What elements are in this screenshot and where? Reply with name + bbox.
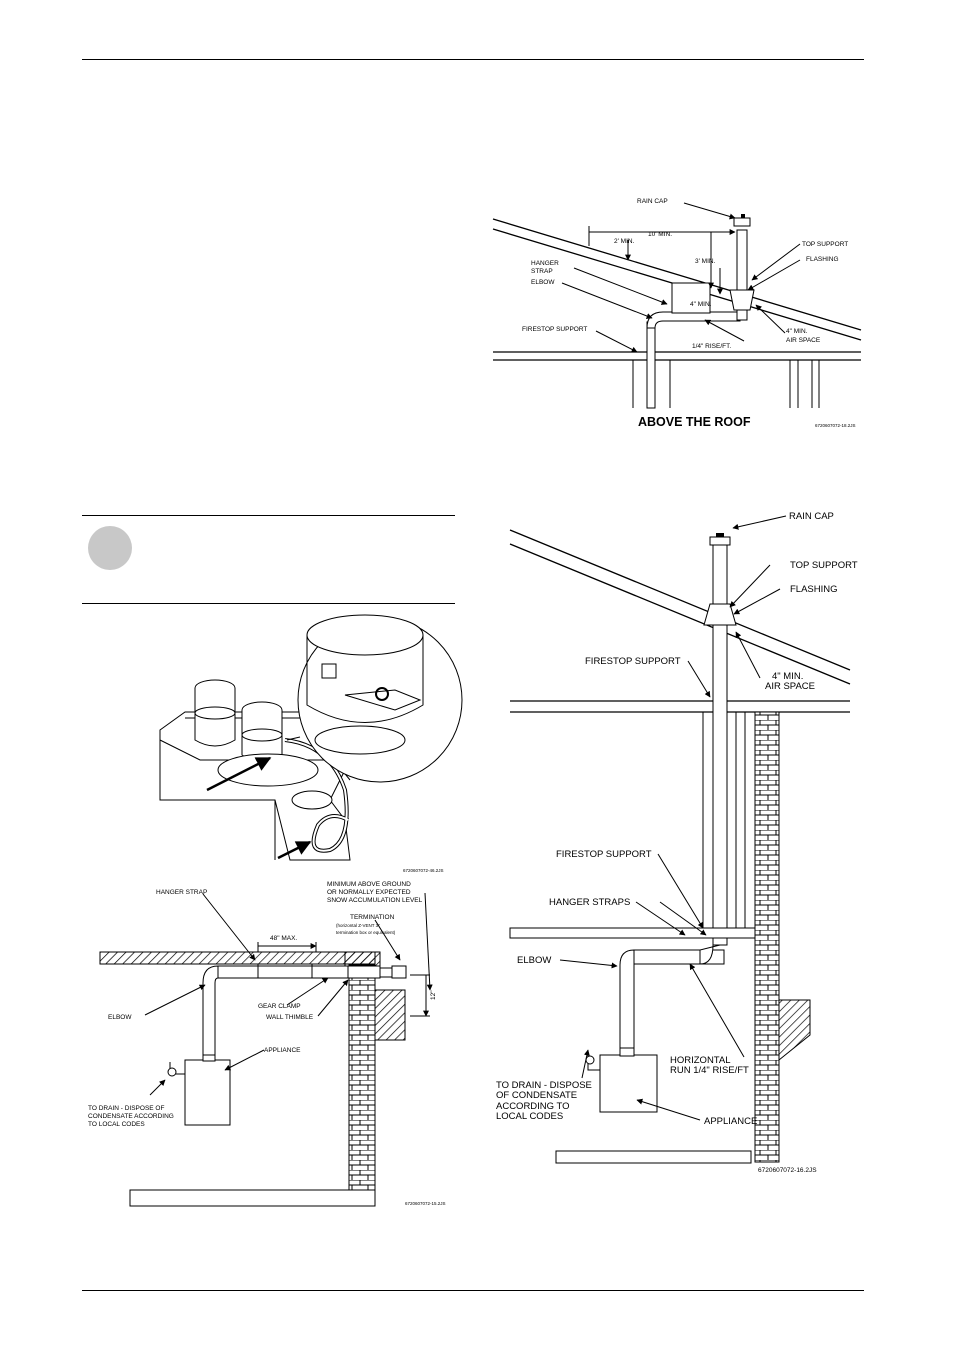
- label-flashing: FLASHING: [806, 256, 839, 263]
- label-air-min: 4" MIN.: [772, 671, 803, 682]
- label-air-min: 4" MIN.: [786, 328, 808, 335]
- label-appliance: APPLIANCE: [264, 1047, 301, 1054]
- label-elbow: ELBOW: [108, 1014, 132, 1021]
- label-three-min: 3' MIN.: [695, 258, 716, 265]
- figure-code: 6720607072-16.2JS: [758, 1167, 817, 1174]
- label-gear-clamp: GEAR CLAMP: [258, 1003, 301, 1010]
- label-rain-cap: RAIN CAP: [789, 511, 834, 522]
- label-hanger-straps: HANGER STRAPS: [549, 897, 630, 908]
- label-drain-4: LOCAL CODES: [496, 1111, 563, 1122]
- label-drain-2: CONDENSATE ACCORDING: [88, 1113, 174, 1120]
- label-drain-1: TO DRAIN - DISPOSE OF: [88, 1105, 164, 1112]
- label-hanger-strap: HANGER STRAP: [156, 889, 207, 896]
- label-elbow: ELBOW: [531, 279, 555, 286]
- figure-code: 6720607072-15.2JS: [405, 1201, 446, 1206]
- label-drain-3: ACCORDING TO: [496, 1101, 570, 1112]
- label-drain-1: TO DRAIN - DISPOSE: [496, 1080, 592, 1091]
- figure-horizontal-vent: HANGER STRAP MINIMUM ABOVE GROUND OR NOR…: [88, 881, 446, 1207]
- figure-above-roof: RAIN CAP 10' MIN. TOP SUPPORT 2' MIN. FL…: [492, 198, 862, 429]
- label-term-note-1: (horizontal Z-VENT 3": [336, 923, 380, 928]
- label-twelve: 12": [430, 990, 437, 1000]
- label-min-snow-2: OR NORMALLY EXPECTED: [327, 889, 411, 896]
- footer-rule: [82, 1290, 864, 1291]
- label-air-space: AIR SPACE: [765, 681, 815, 692]
- label-appliance: APPLIANCE: [704, 1116, 757, 1127]
- label-flashing: FLASHING: [790, 584, 838, 595]
- figure-code: 6720607072-46.2JS: [403, 868, 444, 873]
- label-wall-thimble: WALL THIMBLE: [266, 1014, 314, 1021]
- figure-code: 6720607072-18.2JS: [815, 423, 856, 428]
- label-elbow: ELBOW: [517, 955, 551, 966]
- label-min-snow-1: MINIMUM ABOVE GROUND: [327, 881, 411, 888]
- label-firestop-support-lower: FIRESTOP SUPPORT: [556, 849, 652, 860]
- label-four-min: 4" MIN.: [690, 301, 712, 308]
- label-ten-min: 10' MIN.: [648, 231, 672, 238]
- label-hanger: HANGER: [531, 260, 559, 267]
- label-top-support: TOP SUPPORT: [790, 560, 858, 571]
- label-horizontal: HORIZONTAL: [670, 1055, 731, 1066]
- label-term-note-2: termination box or equivalent): [336, 930, 396, 935]
- label-min-snow-3: SNOW ACCUMULATION LEVEL: [327, 897, 423, 904]
- label-rise: 1/4" RISE/FT.: [692, 343, 731, 350]
- figure-boiler-detail: 6720607072-46.2JS: [159, 614, 463, 873]
- label-strap: STRAP: [531, 268, 553, 275]
- figure-vertical-vent: RAIN CAP TOP SUPPORT FLASHING FIRESTOP S…: [496, 511, 858, 1174]
- label-air-space: AIR SPACE: [786, 337, 821, 344]
- label-max-48: 48" MAX.: [270, 935, 297, 942]
- label-drain-2: OF CONDENSATE: [496, 1090, 577, 1101]
- label-run-rise: RUN 1/4" RISE/FT: [670, 1065, 749, 1076]
- caption-above-the-roof: ABOVE THE ROOF: [638, 415, 751, 429]
- label-drain-3: TO LOCAL CODES: [88, 1121, 145, 1128]
- label-firestop-support: FIRESTOP SUPPORT: [522, 326, 587, 333]
- label-termination: TERMINATION: [350, 914, 395, 921]
- info-icon: [88, 526, 132, 570]
- label-firestop-support-upper: FIRESTOP SUPPORT: [585, 656, 681, 667]
- label-rain-cap: RAIN CAP: [637, 198, 668, 205]
- header-rule: [82, 59, 864, 60]
- note-box: [82, 515, 455, 604]
- label-top-support: TOP SUPPORT: [802, 241, 848, 248]
- label-two-min: 2' MIN.: [614, 238, 635, 245]
